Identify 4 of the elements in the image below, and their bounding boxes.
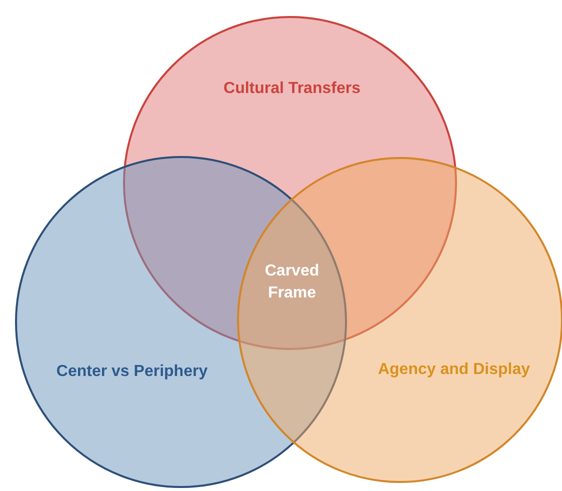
intersection-label: Carved Frame <box>264 261 320 303</box>
circle-label: Center vs Periphery <box>56 363 208 381</box>
circle-label: Cultural Transfers <box>224 80 360 98</box>
circle-label: Agency and Display <box>378 361 530 379</box>
